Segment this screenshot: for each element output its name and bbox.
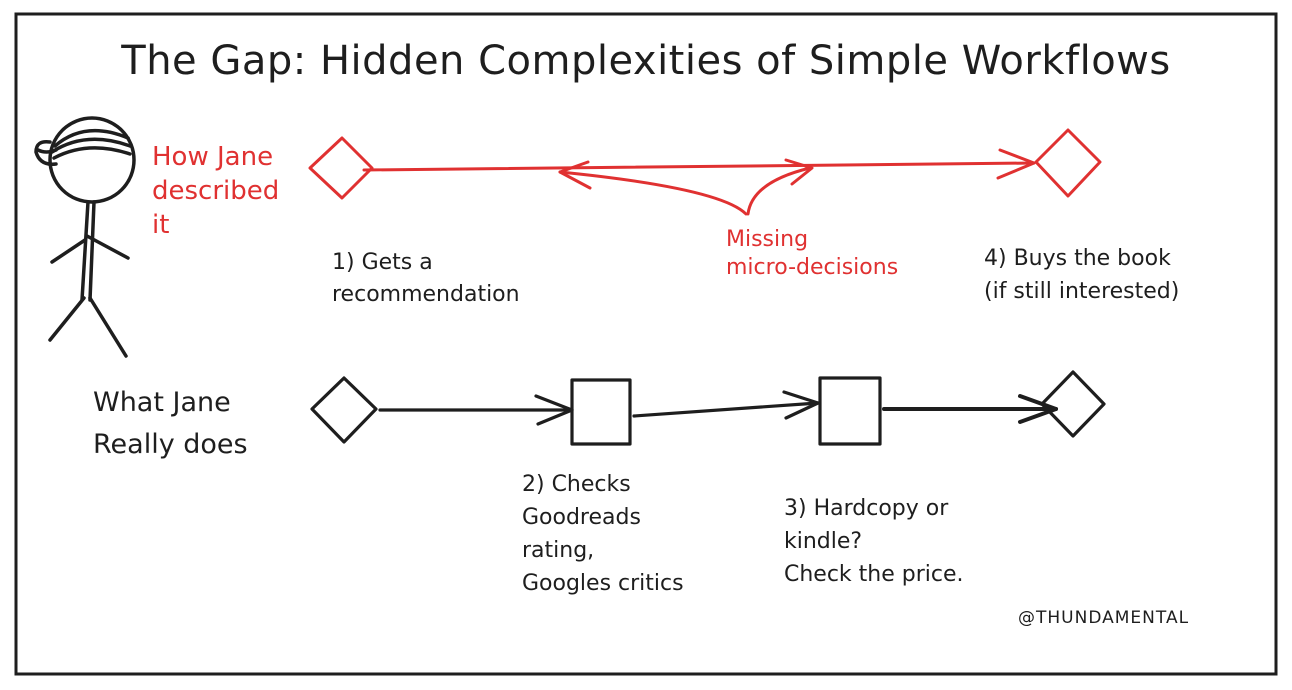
step-4-label: 4) Buys the book (if still interested) (984, 246, 1180, 304)
frame (14, 12, 1278, 676)
square-node-icon (818, 376, 882, 446)
diamond-node-icon (308, 136, 374, 200)
really-label: What Jane Really does (93, 387, 248, 460)
stick-figure-icon (34, 116, 136, 358)
diamond-node-icon (310, 376, 378, 444)
diamond-node-icon (1034, 128, 1102, 198)
page-title: The Gap: Hidden Complexities of Simple W… (121, 38, 1171, 84)
described-label: How Jane described it (152, 142, 280, 240)
step-2-label: 2) Checks Goodreads rating, Googles crit… (522, 472, 684, 596)
missing-label: Missing micro-decisions (726, 227, 899, 280)
step-3-label: 3) Hardcopy or kindle? Check the price. (784, 496, 964, 587)
square-node-icon (570, 378, 632, 446)
step-1-label: 1) Gets a recommendation (332, 250, 520, 307)
credit: @THUNDAMENTAL (1018, 608, 1190, 628)
actual-flow (310, 370, 1106, 446)
diamond-node-icon (1040, 370, 1106, 438)
arrow-icon (362, 161, 1036, 172)
described-flow (308, 128, 1102, 216)
arrow-icon (632, 401, 820, 418)
